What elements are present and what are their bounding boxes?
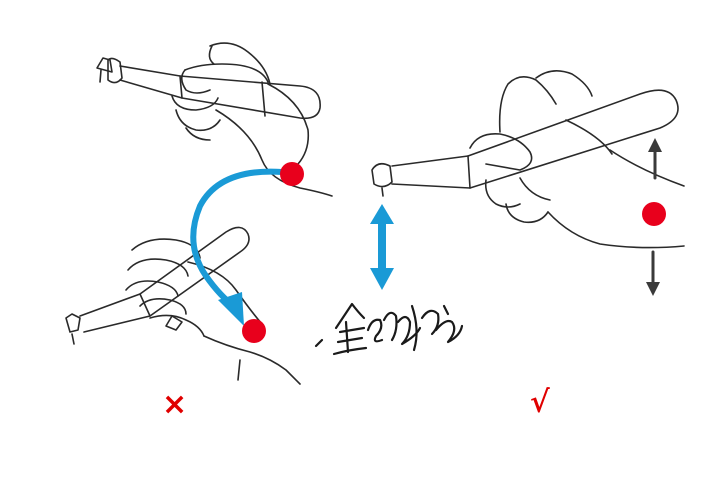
handwritten-signature bbox=[314, 302, 464, 356]
pivot-dot-bottom bbox=[242, 319, 266, 343]
rotation-arrow-icon bbox=[190, 168, 285, 326]
up-down-motion-arrows-icon bbox=[646, 138, 662, 296]
pivot-dot-top bbox=[280, 162, 304, 186]
right-hand-illustration bbox=[371, 70, 685, 249]
top-left-hand-illustration bbox=[96, 42, 333, 197]
bottom-left-hand-illustration bbox=[65, 226, 301, 385]
pivot-dot-right bbox=[642, 202, 666, 226]
incorrect-mark: × bbox=[162, 387, 188, 422]
correct-mark: √ bbox=[530, 385, 550, 420]
vertical-double-arrow-icon bbox=[370, 204, 394, 290]
